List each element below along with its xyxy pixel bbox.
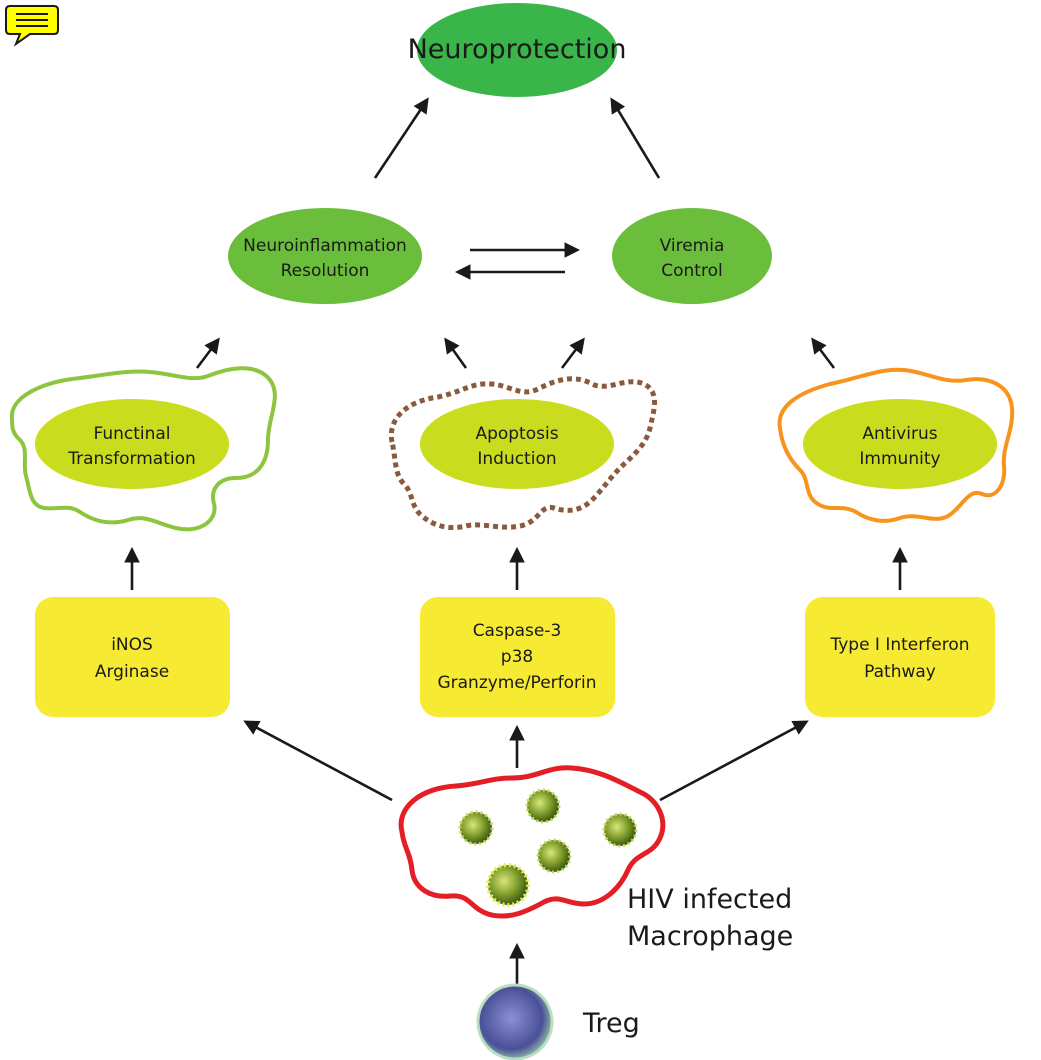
virus-icon: [525, 788, 561, 824]
apoptosis-label-line2: Induction: [477, 449, 556, 469]
interferon-label-line1: Type I Interferon: [829, 635, 969, 655]
caspase-label-line2: p38: [501, 647, 533, 667]
hiv-infected-macrophage: [398, 765, 666, 919]
viremia-label-line2: Control: [661, 261, 722, 281]
caspase-label-line1: Caspase-3: [473, 621, 562, 641]
neuroinflammation-label-line1: Neuroinflammation: [243, 236, 407, 256]
antivirus-immunity-cell: Antivirus Immunity: [777, 367, 1015, 523]
viremia-control-node: Viremia Control: [612, 208, 772, 304]
inos-label-line2: Arginase: [95, 662, 169, 682]
functional-label-line2: Transformation: [67, 449, 196, 469]
virus-icon: [602, 812, 638, 848]
inos-arginase-box: iNOS Arginase: [35, 597, 230, 717]
functional-label-line1: Functinal: [93, 424, 170, 444]
virus-icon: [458, 810, 494, 846]
apoptosis-induction-cell: Apoptosis Induction: [388, 376, 657, 531]
virus-icon: [486, 863, 530, 907]
neuroinflammation-resolution-node: Neuroinflammation Resolution: [228, 208, 422, 304]
comment-note-icon[interactable]: [5, 5, 59, 47]
arrow-antivirus-up: [811, 337, 836, 369]
functional-transformation-cell: Functinal Transformation: [9, 366, 277, 532]
treg-cell-icon: [476, 983, 554, 1060]
neuroprotection-label: Neuroprotection: [408, 34, 627, 65]
interferon-box: Type I Interferon Pathway: [805, 597, 995, 717]
neuroprotection-node: Neuroprotection: [408, 3, 627, 97]
virus-icon: [536, 838, 572, 874]
caspase-label-line3: Granzyme/Perforin: [437, 673, 596, 693]
inos-label-line1: iNOS: [111, 635, 153, 655]
interferon-label-line2: Pathway: [864, 662, 936, 682]
arrow-apoptosis-up-right: [560, 337, 585, 369]
caspase-box: Caspase-3 p38 Granzyme/Perforin: [420, 597, 615, 717]
arrow-macrophage-to-interferon: [659, 720, 809, 802]
arrow-apoptosis-up-left: [444, 337, 468, 369]
macrophage-label-line1: HIV infected: [627, 884, 792, 915]
treg-label: Treg: [582, 1008, 640, 1039]
macrophage-label-line2: Macrophage: [627, 921, 793, 952]
antivirus-label-line1: Antivirus: [862, 424, 937, 444]
arrow-functional-up: [195, 337, 220, 369]
arrow-macrophage-to-inos: [243, 720, 393, 802]
neuroinflammation-label-line2: Resolution: [281, 261, 370, 281]
apoptosis-label-line1: Apoptosis: [475, 424, 558, 444]
viremia-label-line1: Viremia: [660, 236, 725, 256]
arrow-neuroinflammation-to-neuroprotection: [373, 97, 429, 179]
antivirus-label-line2: Immunity: [859, 449, 940, 469]
arrow-viremia-to-neuroprotection: [610, 97, 661, 179]
